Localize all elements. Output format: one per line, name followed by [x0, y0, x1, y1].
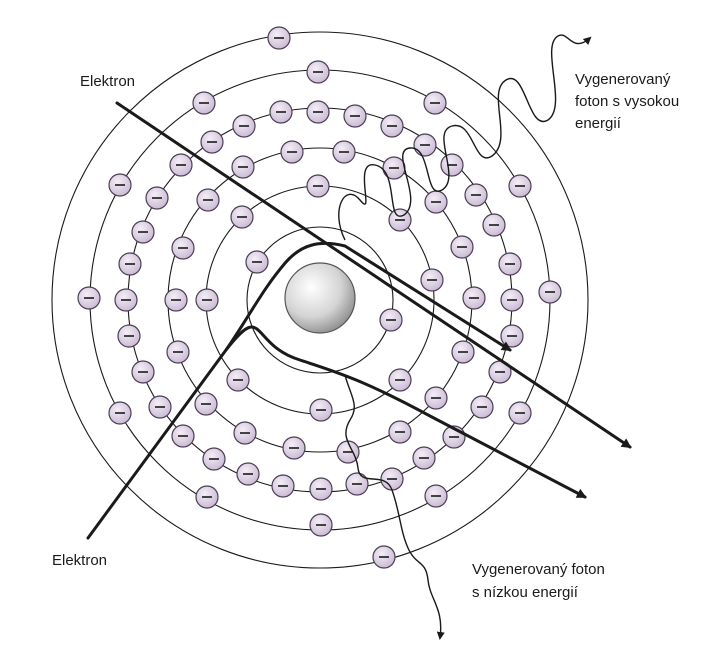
electron	[108, 173, 132, 197]
nucleus	[284, 262, 356, 334]
electron	[245, 250, 269, 274]
electron	[267, 26, 291, 50]
high-energy-photon-line-1: Vygenerovaný	[575, 71, 671, 88]
high-energy-photon-wave	[338, 34, 592, 241]
electron	[464, 183, 488, 207]
electron	[424, 190, 448, 214]
electron	[166, 340, 190, 364]
electron	[508, 401, 532, 425]
electron	[500, 324, 524, 348]
electron	[482, 213, 506, 237]
electron	[440, 153, 464, 177]
electron	[412, 446, 436, 470]
electron	[202, 447, 226, 471]
electron	[306, 100, 330, 124]
electron	[343, 104, 367, 128]
electron	[280, 140, 304, 164]
electron	[232, 114, 256, 138]
label-outgoing-electron: Elektron	[52, 552, 107, 569]
electron	[131, 220, 155, 244]
electron	[508, 174, 532, 198]
electron	[194, 392, 218, 416]
label-high-energy-photon: Vygenerovaný foton s vysokou energií	[575, 71, 679, 132]
electron-track-straight	[115, 101, 632, 449]
electron	[451, 340, 475, 364]
low-energy-photon-line-1: Vygenerovaný foton	[472, 561, 605, 578]
electron	[309, 477, 333, 501]
label-incoming-electron: Elektron	[80, 73, 135, 90]
electron	[388, 368, 412, 392]
electron	[145, 186, 169, 210]
electron	[230, 205, 254, 229]
electron	[423, 91, 447, 115]
label-low-energy-photon: Vygenerovaný foton s nízkou energií	[472, 561, 605, 601]
electron	[450, 235, 474, 259]
electron	[196, 188, 220, 212]
electron	[171, 236, 195, 260]
electron	[382, 156, 406, 180]
electron	[380, 467, 404, 491]
electron	[271, 474, 295, 498]
electron	[424, 484, 448, 508]
electron	[500, 288, 524, 312]
electron	[200, 130, 224, 154]
electron	[538, 280, 562, 304]
electron	[226, 368, 250, 392]
electron	[309, 513, 333, 537]
electron	[117, 324, 141, 348]
electron	[114, 288, 138, 312]
electron	[282, 436, 306, 460]
electron	[388, 420, 412, 444]
electron	[131, 360, 155, 384]
electron	[192, 91, 216, 115]
electron	[420, 268, 444, 292]
electron	[306, 174, 330, 198]
shell-1	[246, 226, 394, 374]
electron	[379, 308, 403, 332]
electron	[236, 462, 260, 486]
electron	[413, 133, 437, 157]
electron	[164, 288, 188, 312]
electron	[309, 398, 333, 422]
high-energy-photon-line-3: energií	[575, 115, 622, 132]
high-energy-photon-line-2: foton s vysokou	[575, 93, 679, 110]
electron	[306, 60, 330, 84]
electron-track-curved	[224, 325, 587, 499]
electron	[148, 395, 172, 419]
electron	[498, 252, 522, 276]
electron	[171, 424, 195, 448]
electron	[380, 114, 404, 138]
electron	[195, 288, 219, 312]
shell-6	[51, 31, 589, 569]
low-energy-photon-line-2: s nízkou energií	[472, 584, 579, 601]
electron	[108, 401, 132, 425]
low-energy-photon-wave	[344, 374, 445, 640]
electron	[195, 485, 219, 509]
electron	[332, 140, 356, 164]
electron	[345, 472, 369, 496]
electron	[372, 545, 396, 569]
electron	[233, 421, 257, 445]
electron	[470, 395, 494, 419]
electron	[231, 155, 255, 179]
electron-track-deflected	[86, 241, 512, 540]
electron	[462, 286, 486, 310]
electron	[169, 153, 193, 177]
electron	[77, 286, 101, 310]
electron	[424, 386, 448, 410]
electron	[118, 252, 142, 276]
electron	[269, 100, 293, 124]
